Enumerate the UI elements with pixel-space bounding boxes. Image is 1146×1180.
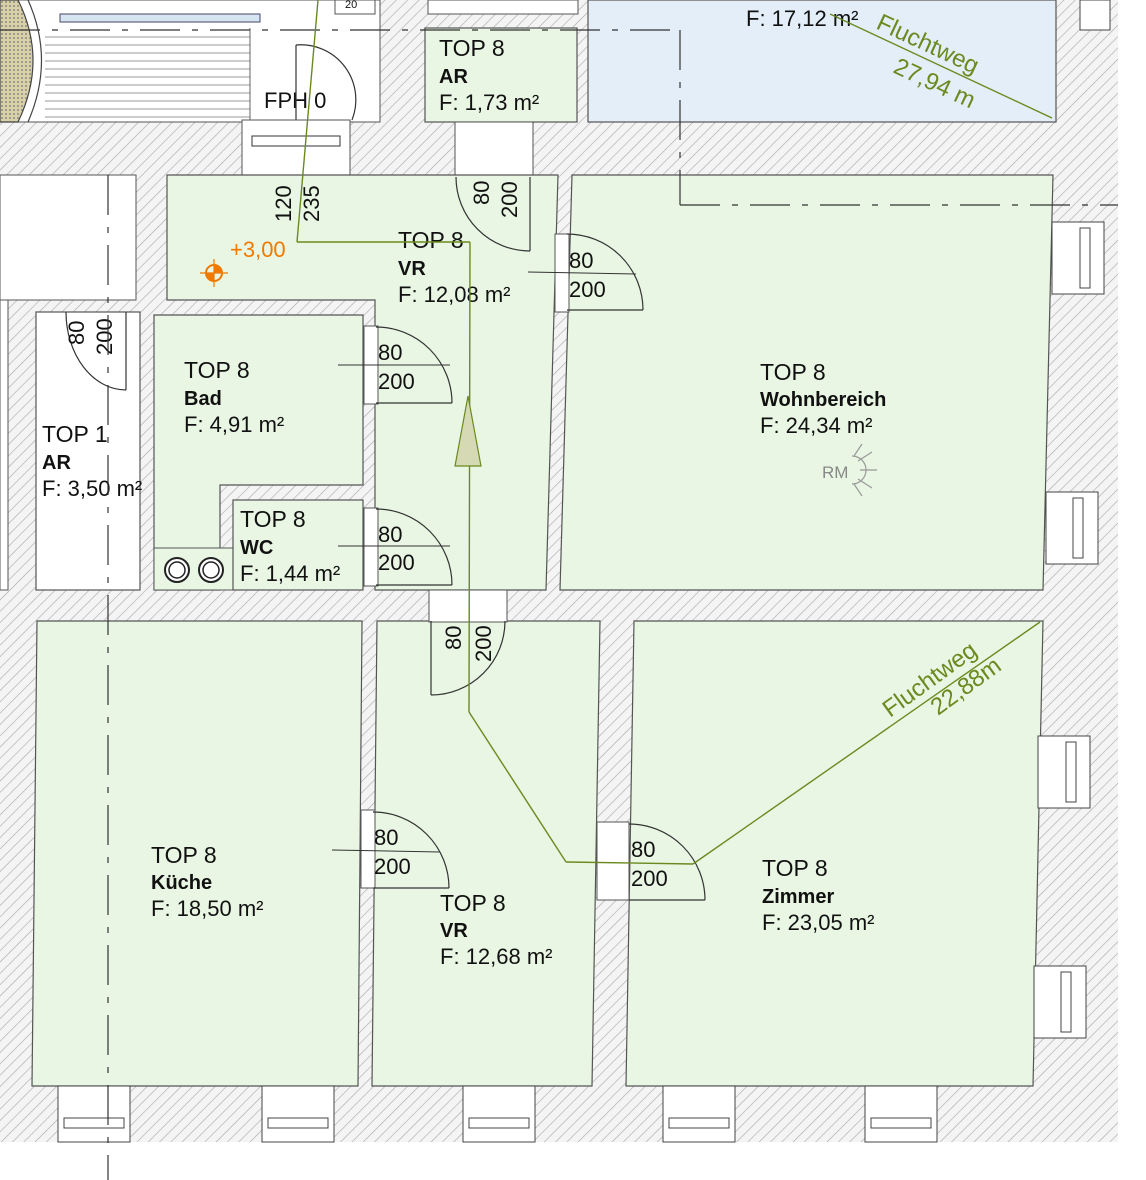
door-vr-height: 200 — [471, 625, 496, 662]
door-wc-width: 80 — [378, 522, 402, 547]
room-wc — [232, 499, 364, 591]
room-ar-top1 — [35, 311, 141, 591]
bad-area: F: 4,91 m² — [184, 412, 284, 437]
elevation-label: +3,00 — [230, 237, 286, 262]
windows-bottom — [57, 1085, 938, 1143]
escape-arrow-icon — [454, 395, 482, 467]
vr-lower-area: F: 12,68 m² — [440, 944, 552, 969]
stair-number: 20 — [345, 0, 357, 11]
door-wohn-width: 80 — [569, 248, 593, 273]
fph-height: 235 — [299, 185, 324, 222]
smoke-detector-icon — [851, 443, 877, 497]
kueche-type: Küche — [151, 872, 212, 894]
ar-top1-area: F: 3,50 m² — [42, 476, 142, 501]
ar-top8-name: TOP 8 — [439, 35, 505, 61]
room-top-right — [587, 0, 1057, 123]
ar-top1-name: TOP 1 — [42, 421, 108, 447]
smoke-detector-label: RM — [822, 463, 848, 482]
wc-name: TOP 8 — [240, 506, 306, 532]
ar-top8-area: F: 1,73 m² — [439, 90, 539, 115]
door-kueche-width: 80 — [374, 825, 398, 850]
room-vr-lower — [371, 620, 601, 1087]
zimmer-area: F: 23,05 m² — [762, 910, 874, 935]
escape-route-lines — [296, 0, 1053, 865]
vr-upper-area: F: 12,08 m² — [398, 282, 510, 307]
bad-name: TOP 8 — [184, 357, 250, 383]
fph-width: 120 — [271, 185, 296, 222]
vr-lower-type: VR — [440, 920, 468, 942]
room-zimmer — [625, 620, 1044, 1087]
top-right-area: F: 17,12 m² — [746, 6, 858, 31]
door-wohn-height: 200 — [569, 277, 606, 302]
vr-upper-type: VR — [398, 258, 426, 280]
ar-top8-type: AR — [439, 66, 468, 88]
door-swing-lines — [331, 271, 637, 853]
door-ar1-height: 200 — [92, 318, 117, 355]
kueche-area: F: 18,50 m² — [151, 896, 263, 921]
axis-lines — [0, 29, 1118, 1180]
door-zimmer-width: 80 — [631, 837, 655, 862]
door-vr-width: 80 — [441, 626, 466, 650]
ar-top1-type: AR — [42, 452, 71, 474]
windows-right — [1033, 0, 1111, 1039]
door-ar8-width: 80 — [469, 181, 494, 205]
room-vr-upper — [166, 174, 559, 591]
room-kueche — [31, 620, 363, 1087]
fph-label: FPH 0 — [264, 88, 326, 113]
door-bad-height: 200 — [378, 369, 415, 394]
bad-type: Bad — [184, 388, 222, 410]
door-kueche-height: 200 — [374, 854, 411, 879]
door-zimmer-height: 200 — [631, 866, 668, 891]
door-ar1-width: 80 — [64, 321, 89, 345]
kueche-name: TOP 8 — [151, 842, 217, 868]
vr-lower-name: TOP 8 — [440, 890, 506, 916]
zimmer-name: TOP 8 — [762, 855, 828, 881]
door-ar8-height: 200 — [497, 181, 522, 218]
wc-area: F: 1,44 m² — [240, 561, 340, 586]
room-ar-top8 — [424, 27, 578, 123]
stair-treads — [45, 36, 250, 118]
elevation-marker-icon — [200, 259, 228, 287]
wohnbereich-area: F: 24,34 m² — [760, 413, 872, 438]
door-wc-height: 200 — [378, 550, 415, 575]
zimmer-type: Zimmer — [762, 886, 834, 908]
wohnbereich-type: Wohnbereich — [760, 389, 886, 411]
door-swings — [372, 176, 706, 901]
door-bad-width: 80 — [378, 340, 402, 365]
room-wohnbereich — [559, 174, 1054, 591]
wohnbereich-name: TOP 8 — [760, 359, 826, 385]
wc-type: WC — [240, 537, 273, 559]
vr-upper-name: TOP 8 — [398, 227, 464, 253]
